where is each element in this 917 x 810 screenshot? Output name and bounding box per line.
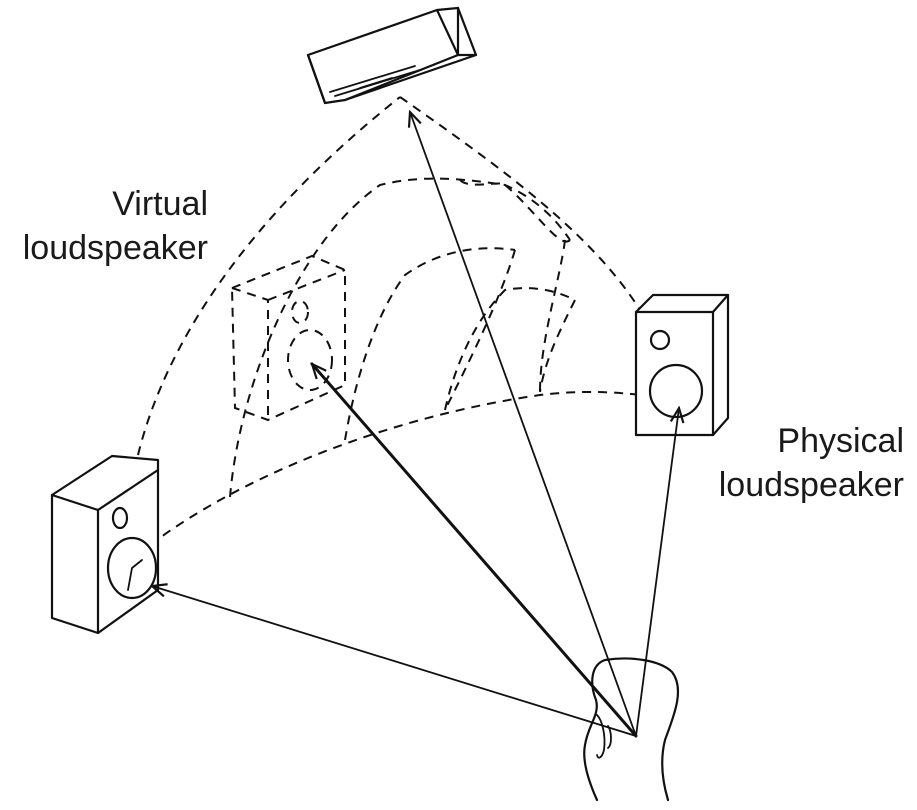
- inner-arc-right: [444, 287, 576, 411]
- virtual-loudspeaker: [230, 254, 346, 422]
- arrows: [152, 112, 679, 738]
- physical-loudspeaker-label: Physical loudspeaker: [706, 419, 904, 507]
- radial-line-3: [459, 179, 506, 186]
- physical-label-line-2: loudspeaker: [718, 466, 904, 504]
- outer-arc-left: [137, 96, 401, 456]
- arrow-to-virtual: [312, 364, 638, 738]
- dashed-grid: [137, 96, 641, 546]
- radial-line-1: [504, 184, 571, 243]
- radial-line-5: [539, 299, 576, 393]
- physical-label-line-1: Physical: [777, 422, 904, 460]
- arrow-to-top: [410, 112, 637, 737]
- virtual-label-line-1: Virtual: [112, 185, 208, 223]
- top-loudspeaker: [306, 6, 478, 105]
- horizon-arc: [149, 390, 641, 546]
- left-loudspeaker: [50, 454, 160, 635]
- virtual-loudspeaker-label: Virtual loudspeaker: [8, 182, 208, 270]
- radial-line-4: [444, 249, 516, 411]
- right-loudspeaker: [634, 293, 730, 437]
- inner-arc: [344, 247, 516, 441]
- arrow-to-right: [635, 408, 679, 737]
- outer-arc-right: [399, 96, 641, 311]
- middle-arc: [229, 177, 571, 498]
- virtual-label-line-2: loudspeaker: [22, 229, 208, 267]
- radial-line-2: [539, 239, 566, 393]
- arrow-to-left: [152, 586, 637, 737]
